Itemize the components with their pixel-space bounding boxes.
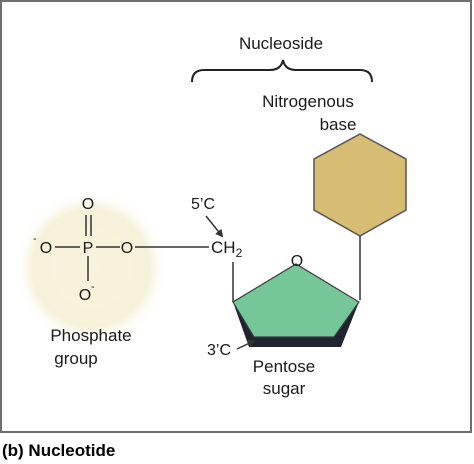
nucleotide-diagram-panel: Nucleoside Nitrogenous base O CH2 5’C 3’…	[0, 0, 472, 433]
phosphate-right-oxygen: O	[121, 240, 133, 257]
ch2-label: CH2	[211, 238, 243, 260]
phosphate-glow	[13, 190, 169, 346]
pentose-sugar-label-line2: sugar	[263, 379, 306, 398]
nucleotide-diagram: Nucleoside Nitrogenous base O CH2 5’C 3’…	[0, 0, 472, 433]
nucleoside-brace	[191, 59, 373, 83]
figure-caption: (b) Nucleotide	[2, 441, 116, 460]
phosphate-left-charge: -	[33, 233, 37, 245]
phosphate-group-label-line2: group	[54, 349, 97, 368]
ring-oxygen: O	[291, 253, 303, 270]
nucleoside-label: Nucleoside	[239, 34, 323, 53]
three-prime-label: 3’C	[207, 342, 231, 359]
phosphate-bottom-oxygen: O	[79, 287, 91, 304]
five-prime-label: 5’C	[191, 196, 215, 213]
pentose-sugar-ring	[232, 263, 360, 338]
nitrogenous-base-label-line2: base	[320, 115, 357, 134]
phosphate-bottom-charge: -	[91, 281, 95, 293]
nitrogenous-base-label-line1: Nitrogenous	[262, 92, 354, 111]
phosphate-top-oxygen: O	[82, 196, 94, 213]
pentose-sugar-label-line1: Pentose	[253, 357, 315, 376]
three-prime-arrow	[236, 339, 256, 350]
phosphate-group-label-line1: Phosphate	[50, 326, 131, 345]
phosphate-left-oxygen: O	[40, 240, 52, 257]
phosphorus: P	[83, 240, 94, 257]
five-prime-arrow	[205, 215, 224, 238]
